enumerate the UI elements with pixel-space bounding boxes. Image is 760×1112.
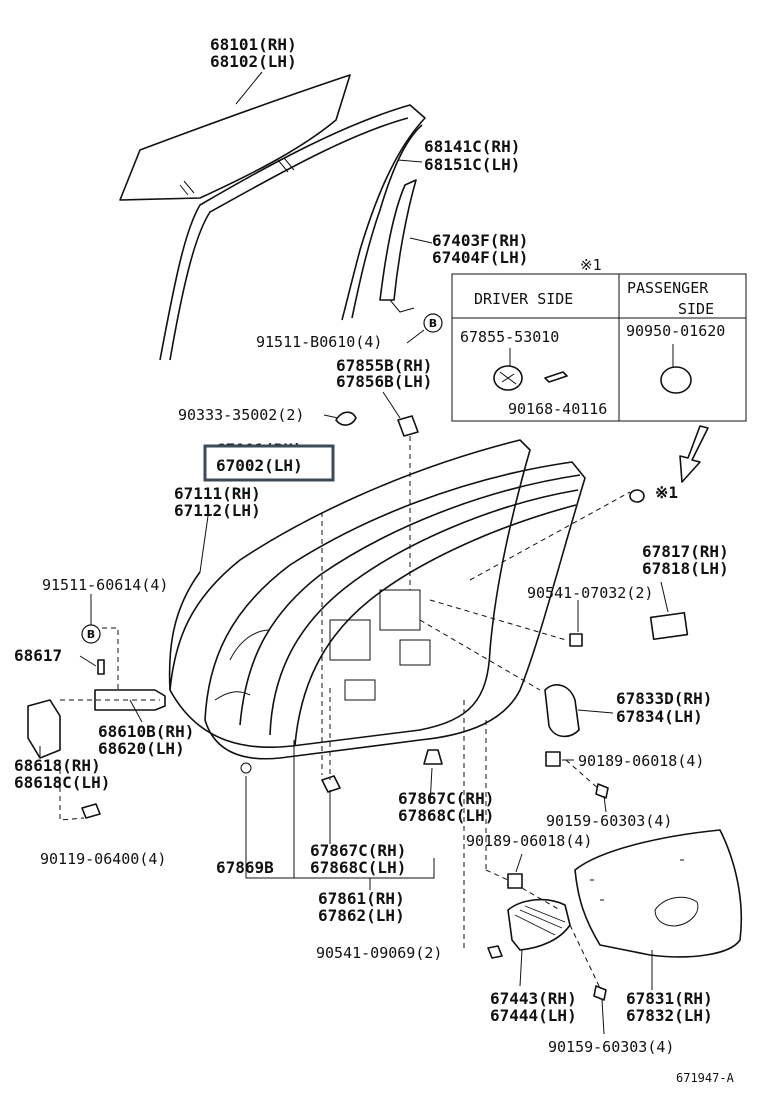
- bolt-icon: [97, 659, 105, 675]
- weatherstrip-b-icon: [240, 762, 252, 774]
- door-trim-board: [574, 829, 743, 958]
- label-weatherstrip-rh: 67861(RH): [318, 889, 405, 908]
- door-switch-icon: [397, 415, 419, 437]
- svg-text:B: B: [87, 628, 95, 641]
- note-mark-table: ※1: [580, 256, 602, 274]
- table-screw: 90168-40116: [508, 400, 607, 418]
- label-screw-60303-bot: 90159-60303(4): [548, 1038, 674, 1056]
- table-col1-part: 67855-53010: [460, 328, 559, 346]
- table-col2-part: 90950-01620: [626, 322, 725, 340]
- label-hinge-lower-rh: 68618(RH): [14, 756, 101, 775]
- label-trim-board-lh: 67832(LH): [626, 1006, 713, 1025]
- label-switch-rh: 67855B(RH): [336, 356, 432, 375]
- door-panel: [169, 439, 586, 760]
- label-check-68617: 68617: [14, 646, 62, 665]
- label-nut-06018-top: 90189-06018(4): [578, 752, 704, 770]
- outer-panel: [168, 571, 201, 691]
- assembly-dash-lines: [59, 436, 631, 989]
- label-weatherstrip-c2-lh: 67868C(LH): [310, 858, 406, 877]
- driver-side-switch-icon: [493, 365, 523, 391]
- label-screw-b0610: 91511-B0610(4): [256, 333, 382, 351]
- bolt-icon-lower: [81, 803, 101, 819]
- note-mark-hole: ※1: [655, 483, 678, 502]
- callout-b-lower: B: [81, 624, 101, 644]
- label-hinge-rh: 68610B(RH): [98, 722, 194, 741]
- nut-icon-mid: [507, 873, 523, 889]
- label-bolt-60614: 91511-60614(4): [42, 576, 168, 594]
- pointer-arrow-icon: [679, 425, 709, 483]
- label-bolt-06400: 90119-06400(4): [40, 850, 166, 868]
- label-glass-rh: 68101(RH): [210, 35, 297, 54]
- label-division-bar-lh: 67404F(LH): [432, 248, 528, 267]
- clip-icon-lower: [487, 945, 503, 959]
- figure-id: 671947-A: [676, 1071, 735, 1085]
- part-labels: 68101(RH) 68102(LH) 68141C(RH) 68151C(LH…: [14, 35, 735, 1085]
- inside-handle-icon: [544, 684, 580, 738]
- leader-lines: [39, 71, 669, 1035]
- label-clip-09069: 90541-09069(2): [316, 944, 442, 962]
- label-outer-panel-lh: 67112(LH): [174, 501, 261, 520]
- weatherstrip-clip-icon-2: [423, 749, 443, 765]
- door-check-icon: [94, 689, 166, 711]
- label-plug-35002: 90333-35002(2): [178, 406, 304, 424]
- screw-icon-top: [595, 783, 609, 799]
- table-col2-header-2: SIDE: [678, 300, 714, 318]
- label-weatherstrip-c-lh: 67868C(LH): [398, 806, 494, 825]
- nut-icon-top: [545, 751, 561, 767]
- label-nut-06018-mid: 90189-06018(4): [466, 832, 592, 850]
- label-division-bar-rh: 67403F(RH): [432, 231, 528, 250]
- division-bar: [379, 179, 417, 313]
- label-clip-07032: 90541-07032(2): [527, 584, 653, 602]
- label-switch-lh: 67856B(LH): [336, 372, 432, 391]
- label-grip-lh: 67834(LH): [616, 707, 703, 726]
- label-hole-cover-rh: 67817(RH): [642, 542, 729, 561]
- table-col2-header-1: PASSENGER: [627, 279, 709, 297]
- cover-bracket: [507, 898, 571, 951]
- passenger-side-plug-icon: [660, 366, 692, 394]
- label-hinge-lower-lh: 68618C(LH): [14, 773, 110, 792]
- label-grip-rh: 67833D(RH): [616, 689, 712, 708]
- table-col1-header: DRIVER SIDE: [474, 290, 573, 308]
- highlight-box: [203, 444, 335, 482]
- label-run-channel-rh: 68141C(RH): [424, 137, 520, 156]
- door-glass: [119, 74, 351, 201]
- weatherstrip-clip-icon: [321, 775, 341, 793]
- label-weatherstrip-c2-rh: 67867C(RH): [310, 841, 406, 860]
- label-weatherstrip-b: 67869B: [216, 858, 274, 877]
- label-hinge-lh: 68620(LH): [98, 739, 185, 758]
- label-cover-bracket-lh: 67444(LH): [490, 1006, 577, 1025]
- hole-plug-icon: [629, 489, 645, 503]
- clip-icon: [569, 633, 583, 647]
- svg-text:B: B: [429, 317, 437, 330]
- plug-icon: [335, 411, 357, 426]
- label-outer-panel-rh: 67111(RH): [174, 484, 261, 503]
- label-run-channel-lh: 68151C(LH): [424, 155, 520, 174]
- label-screw-60303-top: 90159-60303(4): [546, 812, 672, 830]
- glass-run-channel: [159, 104, 426, 361]
- label-trim-board-rh: 67831(RH): [626, 989, 713, 1008]
- label-hole-cover-lh: 67818(LH): [642, 559, 729, 578]
- screw-icon-bot: [593, 985, 607, 1001]
- label-cover-bracket-rh: 67443(RH): [490, 989, 577, 1008]
- hole-cover-icon: [649, 611, 689, 641]
- label-panel-lh: 67002(LH): [216, 456, 303, 475]
- label-weatherstrip-lh: 67862(LH): [318, 906, 405, 925]
- callout-b-upper: B: [423, 313, 443, 333]
- hinge-lower-icon: [27, 699, 61, 759]
- label-glass-lh: 68102(LH): [210, 52, 297, 71]
- label-weatherstrip-c-rh: 67867C(RH): [398, 789, 494, 808]
- screw-icon: [544, 371, 568, 383]
- side-detail-table: [451, 273, 747, 422]
